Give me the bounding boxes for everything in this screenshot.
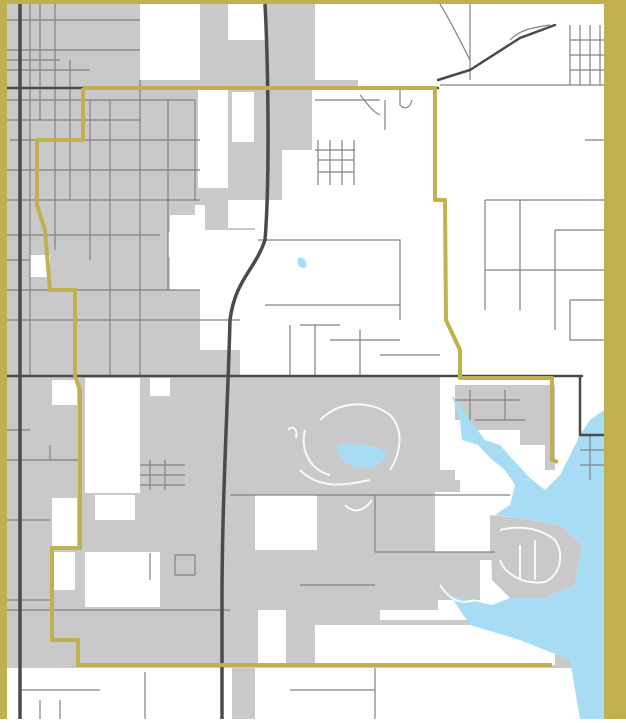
developed-area-central-east <box>280 88 312 150</box>
undeveloped-patches <box>7 4 600 719</box>
city-boundary <box>35 86 559 667</box>
subdivision-road <box>299 403 401 512</box>
open-land-patch <box>435 492 490 552</box>
open-land-patch <box>140 4 200 80</box>
open-land-patch <box>168 232 198 257</box>
minor-road <box>440 84 604 341</box>
subdivision-road <box>287 426 298 439</box>
minor-road <box>455 390 525 421</box>
minor-road <box>230 494 510 586</box>
minor-road <box>20 668 376 719</box>
open-land-patch <box>255 668 600 719</box>
minor-road <box>29 4 196 375</box>
highway-central <box>220 4 270 719</box>
arterial-east <box>578 374 604 437</box>
open-land-patch <box>232 92 254 142</box>
open-land-patch <box>30 255 50 277</box>
open-land-patch <box>150 378 170 396</box>
open-land-patch <box>7 668 232 719</box>
minor-road <box>258 239 440 375</box>
subdivision-roads <box>287 403 562 603</box>
subdivision-road <box>499 526 562 584</box>
subdivision-road <box>439 584 476 603</box>
minor-road <box>580 435 604 480</box>
open-land-patch <box>52 380 77 405</box>
minor-road <box>140 460 196 580</box>
bay-water <box>450 395 604 719</box>
developed-area-west <box>7 4 358 375</box>
minor-road <box>569 25 604 85</box>
open-land-patch <box>95 495 135 520</box>
open-land-patch <box>198 88 228 188</box>
open-land-patch <box>85 378 140 493</box>
water-bodies <box>297 257 604 719</box>
minor-road <box>439 4 551 80</box>
minor-road <box>315 99 380 185</box>
open-land-patch <box>50 552 75 590</box>
open-land-patch <box>255 495 317 550</box>
developed-area-bay-shore <box>455 385 555 470</box>
open-land-patch <box>228 200 258 228</box>
open-land-patch <box>258 610 286 665</box>
open-land-patch <box>52 498 77 548</box>
pond <box>297 257 307 268</box>
map-content <box>7 4 604 719</box>
minor-road <box>359 90 413 130</box>
lake <box>337 442 386 469</box>
open-land-patch <box>85 552 160 607</box>
